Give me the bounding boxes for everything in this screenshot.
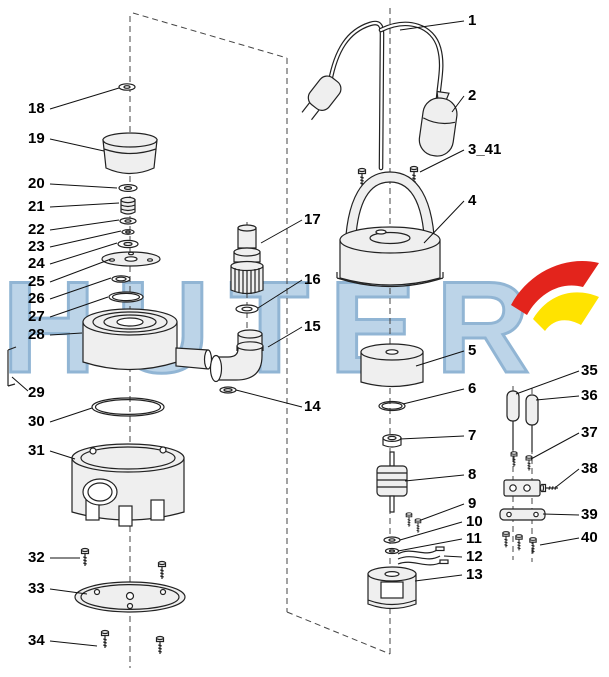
float-switch-2-drawing bbox=[418, 90, 458, 157]
spacer-21-drawing bbox=[120, 196, 136, 215]
screws-34-drawing bbox=[100, 629, 165, 655]
capacitor-36-drawing bbox=[525, 394, 539, 452]
oring-27-drawing bbox=[108, 291, 144, 303]
part-label-9: 9 bbox=[468, 495, 477, 512]
stator-5-drawing bbox=[360, 343, 424, 388]
part-label-19: 19 bbox=[28, 130, 45, 147]
part-label-32: 32 bbox=[28, 549, 45, 566]
part-label-1: 1 bbox=[468, 12, 477, 29]
power-cord-1-drawing bbox=[301, 20, 444, 171]
part-label-29: 29 bbox=[28, 384, 45, 401]
part-label-5: 5 bbox=[468, 342, 477, 359]
screws-32-drawing bbox=[80, 547, 167, 580]
terminal-block-38-drawing bbox=[503, 479, 559, 497]
washer-23-drawing bbox=[121, 229, 135, 235]
oring-30-drawing bbox=[91, 397, 165, 417]
part-label-34: 34 bbox=[28, 632, 45, 649]
part-label-39: 39 bbox=[581, 506, 598, 523]
volute-housing-31-drawing bbox=[71, 443, 185, 527]
part-label-16: 16 bbox=[304, 271, 321, 288]
part-label-30: 30 bbox=[28, 413, 45, 430]
washer-22-drawing bbox=[119, 217, 137, 225]
nut-washer-16-drawing bbox=[235, 304, 259, 314]
plate-25-drawing bbox=[101, 251, 161, 267]
part-label-25: 25 bbox=[28, 273, 45, 290]
rotor-shaft-8-drawing bbox=[376, 451, 408, 513]
part-label-15: 15 bbox=[304, 318, 321, 335]
part-label-4: 4 bbox=[468, 192, 477, 209]
ring-24-drawing bbox=[117, 239, 139, 249]
part-label-12: 12 bbox=[466, 548, 483, 565]
impeller-can-13-drawing bbox=[367, 566, 417, 610]
part-label-17: 17 bbox=[304, 211, 321, 228]
part-label-38: 38 bbox=[581, 460, 598, 477]
cap-19-drawing bbox=[102, 132, 158, 175]
washer-10-drawing bbox=[383, 536, 401, 544]
part-label-26: 26 bbox=[28, 290, 45, 307]
elbow-15-drawing bbox=[209, 329, 264, 383]
capacitor-35-drawing bbox=[506, 390, 520, 450]
part-label-23: 23 bbox=[28, 238, 45, 255]
bracket-29-drawing bbox=[7, 346, 17, 387]
pump-housing-28-drawing bbox=[82, 308, 213, 371]
part-label-31: 31 bbox=[28, 442, 45, 459]
ring-26-drawing bbox=[111, 275, 131, 283]
part-label-33: 33 bbox=[28, 580, 45, 597]
seal-11-drawing bbox=[384, 547, 400, 555]
screws-37-drawing bbox=[510, 451, 533, 472]
part-label-11: 11 bbox=[466, 530, 482, 547]
part-label-35: 35 bbox=[581, 362, 598, 379]
part-label-24: 24 bbox=[28, 255, 45, 272]
brand-swoosh-logo bbox=[511, 260, 599, 331]
outlet-gasket-14-drawing bbox=[219, 386, 237, 394]
part-label-21: 21 bbox=[28, 198, 45, 215]
part-label-2: 2 bbox=[468, 87, 477, 104]
part-label-27: 27 bbox=[28, 308, 45, 325]
part-label-18: 18 bbox=[28, 100, 45, 117]
logo-swoosh-red bbox=[511, 260, 599, 315]
leader-lines bbox=[11, 20, 580, 647]
logo-swoosh-yellow bbox=[533, 292, 599, 331]
base-plate-33-drawing bbox=[74, 581, 186, 613]
part-label-13: 13 bbox=[466, 566, 483, 583]
plate-39-drawing bbox=[499, 508, 546, 521]
part-label-20: 20 bbox=[28, 175, 45, 192]
part-label-10: 10 bbox=[466, 513, 483, 530]
washer-20-drawing bbox=[118, 184, 138, 193]
washer-18-drawing bbox=[118, 83, 136, 91]
part-label-28: 28 bbox=[28, 326, 45, 343]
part-label-3-41: 3_41 bbox=[468, 141, 502, 158]
handle-cover-4-drawing bbox=[336, 171, 444, 288]
wiring-12-drawing bbox=[397, 546, 449, 566]
part-label-6: 6 bbox=[468, 380, 477, 397]
oring-6-drawing bbox=[378, 400, 406, 412]
screws-40-drawing bbox=[502, 531, 537, 554]
part-label-36: 36 bbox=[581, 387, 598, 404]
part-label-7: 7 bbox=[468, 427, 477, 444]
hose-adapter-17-drawing bbox=[230, 224, 264, 295]
screws-9-drawing bbox=[405, 512, 422, 534]
part-label-22: 22 bbox=[28, 221, 45, 238]
part-label-8: 8 bbox=[468, 466, 477, 483]
part-label-37: 37 bbox=[581, 424, 598, 441]
part-label-14: 14 bbox=[304, 398, 321, 415]
bearing-7-drawing bbox=[382, 434, 402, 448]
part-label-40: 40 bbox=[581, 529, 598, 546]
